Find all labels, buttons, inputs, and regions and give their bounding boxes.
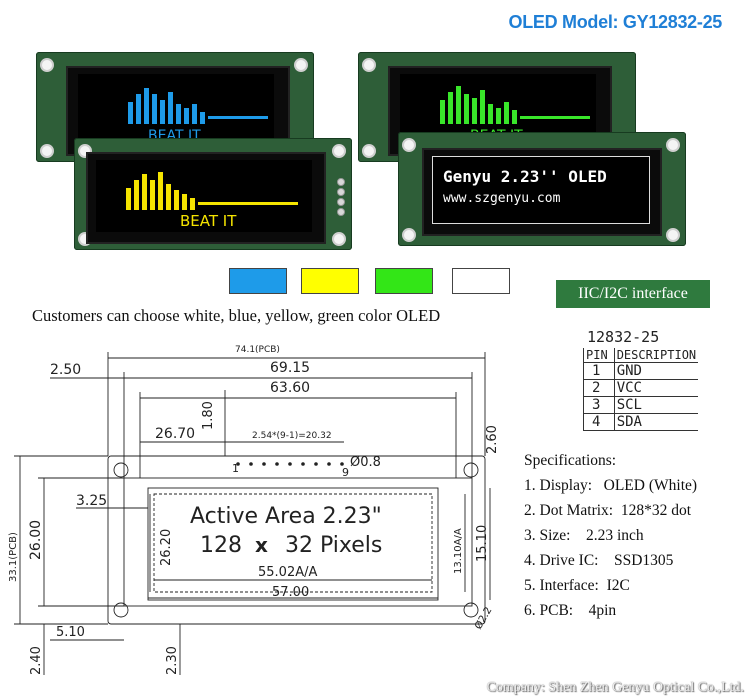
- dim-2620: 26.20: [159, 529, 174, 566]
- yellow-oled-module: BEAT IT: [74, 138, 352, 250]
- dim-pin-pitch: 2.54*(9-1)=20.32: [252, 431, 332, 441]
- color-caption: Customers can choose white, blue, yellow…: [32, 306, 441, 325]
- dim-pcb-width: 74.1(PCB): [235, 345, 280, 355]
- pin-row: 4 SDA: [583, 413, 699, 431]
- dim-mount-dia: Ø2.2: [472, 605, 494, 632]
- swatch-blue: [229, 268, 287, 294]
- swatch-white: [452, 268, 510, 294]
- spec-item: 4. Drive IC: SSD1305: [524, 552, 674, 569]
- description-header: DESCRIPTION: [613, 348, 699, 363]
- dimension-drawing: 74.1(PCB) 69.15 63.60 2.50 1.80 26.70 2.…: [8, 345, 500, 675]
- dim-250: 2.50: [50, 362, 81, 378]
- dim-6360: 63.60: [270, 380, 310, 396]
- dim-1310: 13.10A/A: [453, 528, 464, 574]
- spec-item: 1. Display: OLED (White): [524, 477, 698, 494]
- dim-180: 1.80: [201, 401, 216, 430]
- pin-header: PIN: [583, 348, 615, 363]
- active-area-line1: Active Area 2.23": [190, 504, 382, 529]
- dim-hole-dia: Ø0.8: [350, 455, 381, 470]
- active-area-128: 128: [200, 533, 242, 558]
- pin-first-label: 1: [232, 462, 239, 475]
- genyu-line1: Genyu 2.23'' OLED: [443, 167, 607, 186]
- pin-table: 12832-25 PIN DESCRIPTION 1 GND 2 VCC 3 S…: [583, 328, 699, 431]
- dim-2670: 26.70: [155, 426, 195, 442]
- spec-item: 5. Interface: I2C: [524, 577, 630, 594]
- dim-510: 5.10: [56, 625, 85, 640]
- pin-row-drawing: [236, 462, 344, 466]
- yellow-beat-label: BEAT IT: [180, 212, 237, 230]
- yellow-equalizer: BEAT IT: [126, 172, 298, 230]
- dim-5700: 57.00: [272, 585, 309, 600]
- active-area-outline: [153, 493, 433, 593]
- swatch-green: [375, 268, 433, 294]
- dim-6915: 69.15: [270, 360, 310, 376]
- active-area-x: x: [255, 533, 268, 557]
- swatch-yellow: [301, 268, 359, 294]
- model-title: OLED Model: GY12832-25: [508, 12, 723, 32]
- pin-table-model: 12832-25: [587, 328, 660, 346]
- genyu-line2: www.szgenyu.com: [443, 191, 561, 206]
- white-oled-module: Genyu 2.23'' OLED www.szgenyu.com: [398, 132, 686, 246]
- dim-5502: 55.02A/A: [258, 565, 317, 580]
- spec-item: 6. PCB: 4pin: [524, 602, 617, 619]
- pin-row: 3 SCL: [583, 396, 699, 414]
- glass-outline: [123, 477, 473, 607]
- pin-last-label: 9: [342, 466, 349, 479]
- pcb-outline: [107, 455, 486, 625]
- specs-title: Specifications:: [524, 452, 617, 469]
- dim-230: 2.30: [165, 646, 180, 675]
- dim-325: 3.25: [76, 493, 107, 509]
- specifications: Specifications: 1. Display: OLED (White)…: [524, 448, 697, 623]
- dim-240: 2.40: [29, 646, 44, 675]
- spec-item: 3. Size: 2.23 inch: [524, 527, 644, 544]
- dim-331: 33.1(PCB): [8, 532, 19, 582]
- blue-equalizer: BEAT IT: [128, 88, 268, 144]
- active-area-pixels: 32 Pixels: [285, 533, 382, 558]
- dim-260: 2.60: [485, 425, 500, 454]
- spec-item: 2. Dot Matrix: 128*32 dot: [524, 502, 692, 519]
- interface-title: IIC/I2C interface: [556, 280, 710, 308]
- pin-row: 1 GND: [583, 362, 699, 380]
- dim-1510: 15.10: [475, 525, 490, 562]
- pin-row: 2 VCC: [583, 379, 699, 397]
- dim-2600: 26.00: [28, 520, 44, 560]
- company-footer: Company: Shen Zhen Genyu Optical Co.,Ltd…: [486, 680, 744, 695]
